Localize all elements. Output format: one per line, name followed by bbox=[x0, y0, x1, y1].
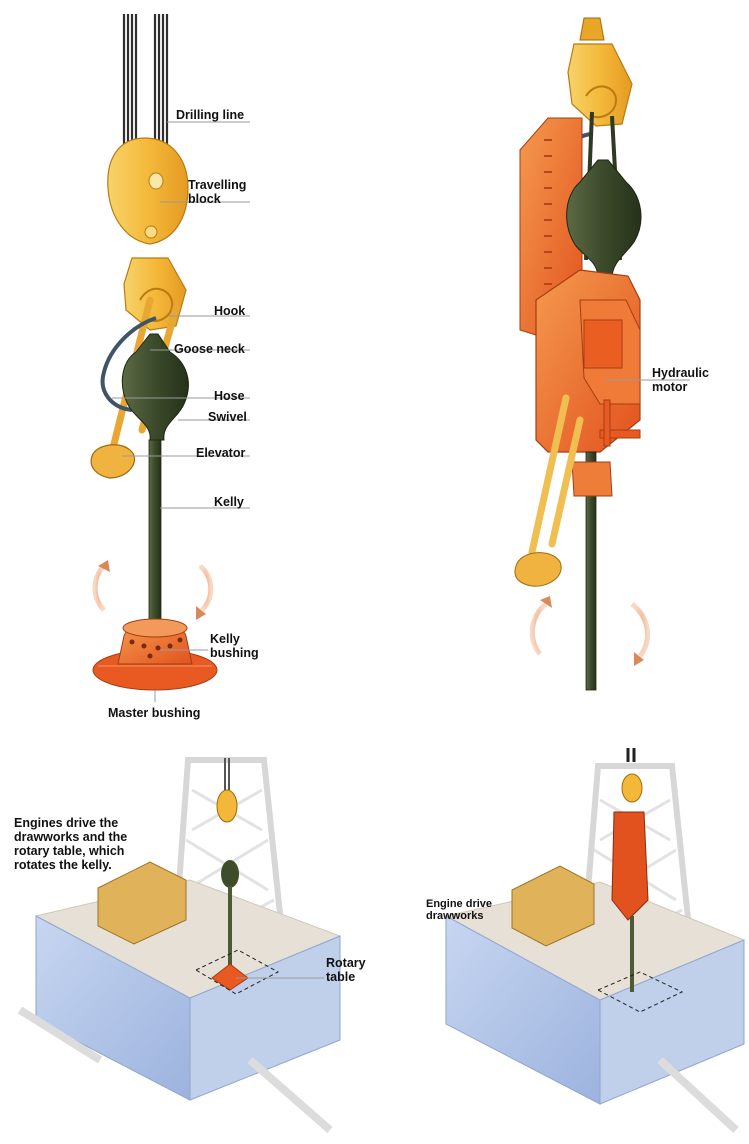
rotary-rig-illustration bbox=[20, 758, 340, 1130]
top-drive-elevator bbox=[515, 553, 561, 587]
elevator bbox=[91, 445, 134, 478]
drilling-line-label: Drilling line bbox=[176, 108, 244, 122]
kelly bbox=[149, 440, 161, 630]
elevator-label: Elevator bbox=[196, 446, 245, 460]
hose-label: Hose bbox=[214, 389, 245, 403]
engine-drive-label: Engine drive drawworks bbox=[426, 898, 510, 922]
top-drive-rig-illustration bbox=[446, 748, 744, 1130]
hook-label: Hook bbox=[214, 304, 245, 318]
rotation-arrow-right bbox=[200, 566, 211, 610]
master-bushing-label: Master bushing bbox=[108, 706, 200, 720]
top-drive-hook bbox=[568, 44, 632, 126]
rotation-arrow-left bbox=[95, 566, 104, 610]
travelling-block-label: Travelling block bbox=[188, 178, 258, 206]
drilling-line-cables bbox=[124, 14, 167, 150]
swivel-label: Swivel bbox=[208, 410, 247, 424]
rotary-rig-note: Engines drive the drawworks and the rota… bbox=[14, 816, 144, 872]
top-drive-unit bbox=[612, 812, 648, 920]
goose-neck-label: Goose neck bbox=[174, 342, 245, 356]
hydraulic-motor-label: Hydraulic motor bbox=[652, 366, 722, 394]
rotary-table-label: Rotary table bbox=[326, 956, 378, 984]
top-drive-illustration bbox=[515, 18, 648, 690]
kelly-bushing-label: Kelly bushing bbox=[210, 632, 274, 660]
kelly-label: Kelly bbox=[214, 495, 244, 509]
